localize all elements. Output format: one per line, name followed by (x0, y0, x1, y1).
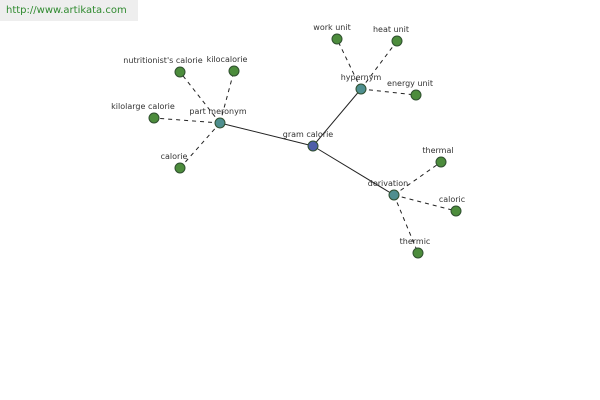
node-derivation[interactable] (388, 189, 400, 201)
label-gram-calorie[interactable]: gram calorie (283, 130, 334, 139)
edge-gram-calorie-part-meronym (219, 122, 314, 147)
edge-part-meronym-kilocalorie (219, 70, 235, 124)
label-work-unit[interactable]: work unit (313, 23, 350, 32)
edge-derivation-thermic (393, 194, 419, 254)
label-hypernym[interactable]: hypernym (341, 73, 382, 82)
watermark-url[interactable]: http://www.artikata.com (0, 0, 138, 21)
graph-edges (153, 38, 457, 254)
label-heat-unit[interactable]: heat unit (373, 25, 409, 34)
node-heat-unit[interactable] (391, 35, 403, 47)
node-caloric[interactable] (450, 205, 462, 217)
node-energy-unit[interactable] (410, 89, 422, 101)
label-thermic[interactable]: thermic (400, 237, 431, 246)
node-part-meronym[interactable] (214, 117, 226, 129)
node-thermic[interactable] (412, 247, 424, 259)
edge-hypernym-heat-unit (360, 40, 398, 90)
label-thermal[interactable]: thermal (422, 146, 453, 155)
edge-part-meronym-calorie (179, 122, 221, 169)
node-work-unit[interactable] (331, 33, 343, 45)
graph-nodes (148, 33, 462, 259)
node-kilolarge-calorie[interactable] (148, 112, 160, 124)
edge-part-meronym-kilolarge-calorie (153, 117, 221, 124)
edge-hypernym-work-unit (336, 38, 362, 90)
node-gram-calorie[interactable] (307, 140, 319, 152)
node-kilocalorie[interactable] (228, 65, 240, 77)
edge-gram-calorie-derivation (312, 145, 395, 196)
graph-labels: nutritionist's calorie kilocalorie kilolar… (111, 23, 465, 246)
node-hypernym[interactable] (355, 83, 367, 95)
node-calorie[interactable] (174, 162, 186, 174)
label-derivation[interactable]: derivation (368, 179, 408, 188)
edge-derivation-thermal (393, 161, 442, 196)
node-nutritionists-calorie[interactable] (174, 66, 186, 78)
label-kilocalorie[interactable]: kilocalorie (207, 55, 248, 64)
label-calorie[interactable]: calorie (161, 152, 188, 161)
label-kilolarge-calorie[interactable]: kilolarge calorie (111, 102, 175, 111)
node-thermal[interactable] (435, 156, 447, 168)
label-energy-unit[interactable]: energy unit (387, 79, 433, 88)
edge-part-meronym-nutritionists-calorie (179, 71, 221, 124)
edge-gram-calorie-hypernym (312, 88, 362, 147)
label-caloric[interactable]: caloric (439, 195, 465, 204)
edge-hypernym-energy-unit (360, 88, 417, 96)
label-part-meronym[interactable]: part meronym (189, 107, 246, 116)
label-nutritionists-calorie[interactable]: nutritionist's calorie (123, 56, 202, 65)
edge-derivation-caloric (393, 194, 457, 212)
